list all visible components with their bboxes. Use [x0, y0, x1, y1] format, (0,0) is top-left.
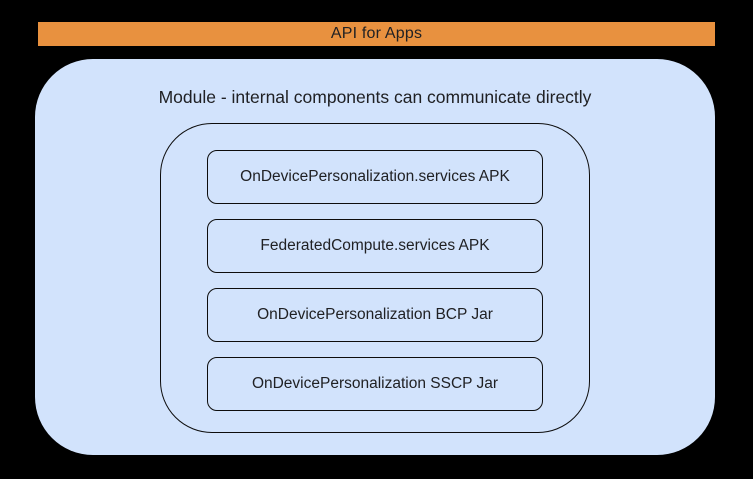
component-box-federatedcompute-services-apk: FederatedCompute.services APK: [207, 219, 543, 273]
component-box-ondevicepersonalization-bcp-jar: OnDevicePersonalization BCP Jar: [207, 288, 543, 342]
component-box-ondevicepersonalization-sscp-jar: OnDevicePersonalization SSCP Jar: [207, 357, 543, 411]
component-label: OnDevicePersonalization BCP Jar: [257, 306, 493, 323]
module-title: Module - internal components can communi…: [158, 87, 592, 107]
component-label: OnDevicePersonalization SSCP Jar: [251, 375, 499, 392]
component-label: OnDevicePersonalization.services APK: [240, 168, 510, 185]
module-container: Module - internal components can communi…: [35, 59, 715, 455]
component-box-ondevicepersonalization-services-apk: OnDevicePersonalization.services APK: [207, 150, 543, 204]
component-label: FederatedCompute.services APK: [260, 237, 490, 254]
api-for-apps-banner-label: API for Apps: [330, 25, 423, 42]
api-for-apps-banner: API for Apps: [38, 22, 715, 46]
module-inner-component-group: OnDevicePersonalization.services APK Fed…: [160, 123, 590, 433]
